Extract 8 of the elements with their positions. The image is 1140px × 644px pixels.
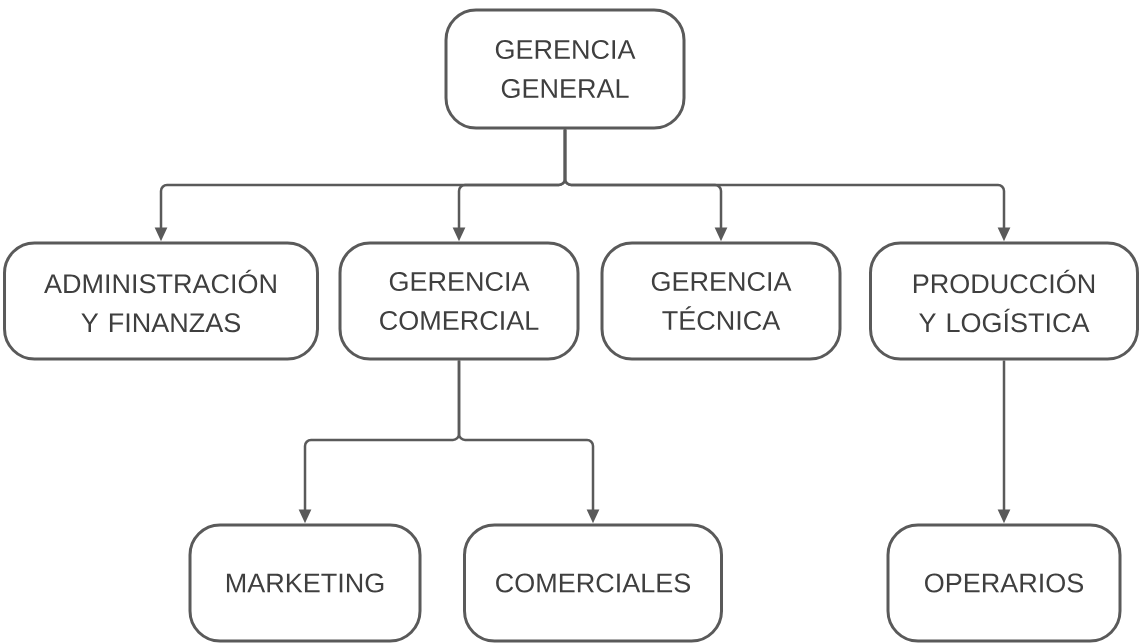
org-box: GERENCIA GENERAL bbox=[444, 8, 686, 130]
org-box: GERENCIA TÉCNICA bbox=[600, 241, 842, 361]
org-box: MARKETING bbox=[188, 523, 422, 643]
org-box: GERENCIA COMERCIAL bbox=[338, 241, 580, 361]
org-box: OPERARIOS bbox=[886, 523, 1122, 643]
org-box: COMERCIALES bbox=[463, 523, 723, 643]
org-box: PRODUCCIÓN Y LOGÍSTICA bbox=[869, 241, 1139, 361]
org-box: ADMINISTRACIÓN Y FINANZAS bbox=[3, 241, 319, 361]
